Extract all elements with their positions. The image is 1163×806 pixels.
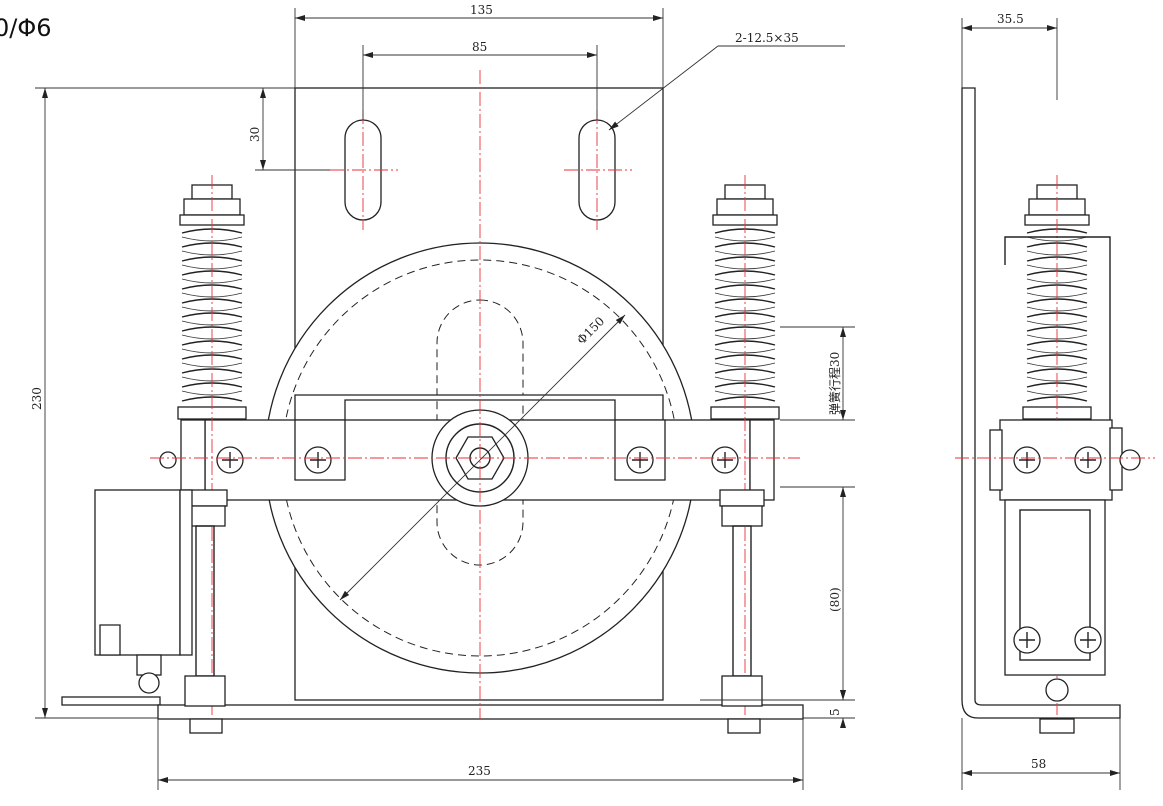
dim-58: 58 (1031, 757, 1046, 771)
title-fragment: 0/Φ6 (0, 14, 52, 42)
side-view: 35.5 58 (955, 12, 1155, 790)
dim-80: (80) (828, 587, 842, 612)
slot-callout: 2-12.5×35 (735, 31, 799, 45)
dim-30: 30 (248, 127, 262, 142)
front-view (61, 70, 804, 734)
front-dimensions: 135 85 2-12.5×35 30 230 Φ150 弹簧行程30 (80)… (30, 3, 855, 790)
dim-5: 5 (828, 708, 842, 716)
dim-135: 135 (470, 3, 493, 17)
dim-235: 235 (468, 764, 491, 778)
side-bracket (961, 87, 1121, 719)
base-plate (157, 704, 804, 720)
dim-35-5: 35.5 (997, 12, 1024, 26)
dim-85: 85 (472, 40, 487, 54)
dim-spring-stroke: 弹簧行程30 (827, 352, 842, 415)
switch-plate (61, 696, 161, 706)
dim-230: 230 (30, 387, 44, 410)
